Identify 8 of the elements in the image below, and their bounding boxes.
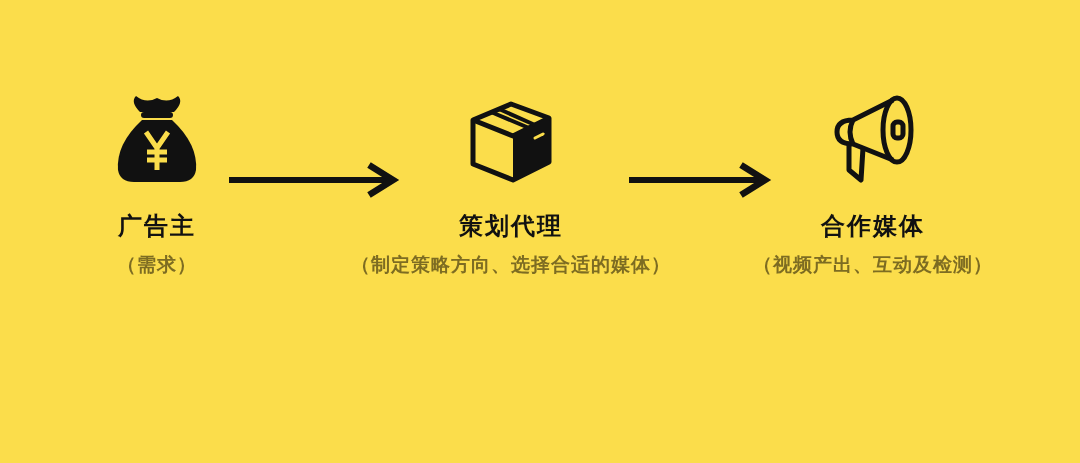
step-description: （视频产出、互动及检测） bbox=[753, 252, 993, 277]
step-description: （需求） bbox=[117, 252, 197, 277]
step-title: 策划代理 bbox=[459, 211, 563, 242]
arrow bbox=[229, 161, 397, 199]
step-title: 合作媒体 bbox=[821, 211, 925, 242]
step-description: （制定策略方向、选择合适的媒体） bbox=[351, 252, 671, 277]
step-title: 广告主 bbox=[118, 211, 196, 242]
arrow bbox=[629, 161, 769, 199]
